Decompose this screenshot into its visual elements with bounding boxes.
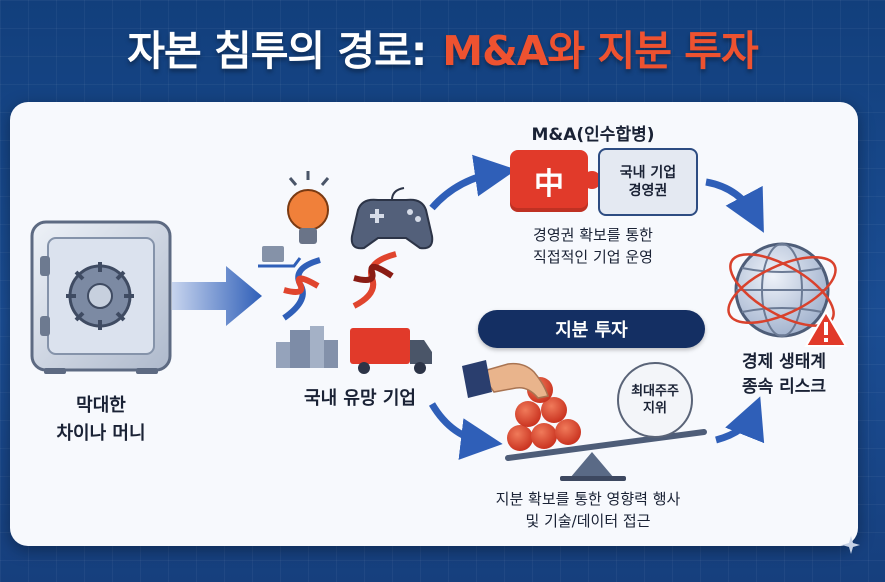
korea-puzzle-piece: 국내 기업 경영권 bbox=[598, 148, 698, 216]
korea-piece-line2: 경영권 bbox=[628, 183, 668, 199]
title-highlight: M&A와 지분 투자 bbox=[442, 27, 758, 75]
china-puzzle-piece: 中 bbox=[510, 150, 588, 212]
risk-label-line2: 종속 리스크 bbox=[741, 377, 827, 397]
korea-piece-line1: 국내 기업 bbox=[619, 165, 677, 181]
ma-heading: M&A(인수합병) bbox=[531, 125, 655, 145]
warning-icon bbox=[804, 310, 848, 347]
sparkle-icon bbox=[842, 536, 860, 554]
chip-icon bbox=[258, 246, 302, 268]
flow-arrow-ma-to-risk bbox=[705, 178, 764, 233]
flow-arrow-main bbox=[172, 266, 262, 326]
risk-label: 경제 생태계 종속 리스크 bbox=[716, 350, 852, 400]
truck-icon bbox=[350, 328, 432, 374]
ma-description-line1: 경영권 확보를 통한 bbox=[533, 226, 653, 244]
flow-arrow-to-equity bbox=[428, 402, 503, 460]
ma-description-line2: 직접적인 기업 운영 bbox=[533, 248, 653, 266]
globe-icon bbox=[727, 242, 837, 338]
page-title: 자본 침투의 경로: M&A와 지분 투자 bbox=[0, 10, 885, 84]
source-label: 막대한 차이나 머니 bbox=[30, 392, 172, 448]
dna-icon bbox=[282, 251, 397, 321]
hand-icon bbox=[462, 360, 549, 399]
buildings-icon bbox=[276, 326, 338, 368]
safe-icon bbox=[30, 220, 172, 374]
middle-label: 국내 유망 기업 bbox=[304, 388, 416, 409]
flow-arrow-equity-to-risk bbox=[715, 396, 765, 444]
flow-arrow-to-ma bbox=[429, 154, 517, 211]
equity-description-line1: 지분 확보를 통한 영향력 행사 bbox=[495, 490, 681, 508]
title-main: 자본 침투의 경로: bbox=[127, 27, 427, 75]
source-label-line1: 막대한 bbox=[76, 395, 126, 416]
coins-icon bbox=[507, 377, 581, 451]
seesaw-icon bbox=[505, 429, 707, 481]
equity-description: 지분 확보를 통한 영향력 행사 및 기술/데이터 접근 bbox=[456, 488, 720, 532]
risk-label-line1: 경제 생태계 bbox=[741, 352, 827, 372]
equity-heading: 지분 투자 bbox=[478, 310, 705, 348]
gamepad-icon bbox=[350, 187, 434, 250]
badge-line1: 최대주주 bbox=[631, 384, 679, 399]
badge-line2: 지위 bbox=[643, 401, 667, 416]
source-label-line2: 차이나 머니 bbox=[56, 423, 146, 444]
equity-description-line2: 및 기술/데이터 접근 bbox=[525, 512, 651, 530]
lightbulb-icon bbox=[287, 171, 330, 244]
largest-shareholder-badge: 최대주주 지위 bbox=[617, 362, 693, 438]
ma-description: 경영권 확보를 통한 직접적인 기업 운영 bbox=[480, 224, 706, 268]
